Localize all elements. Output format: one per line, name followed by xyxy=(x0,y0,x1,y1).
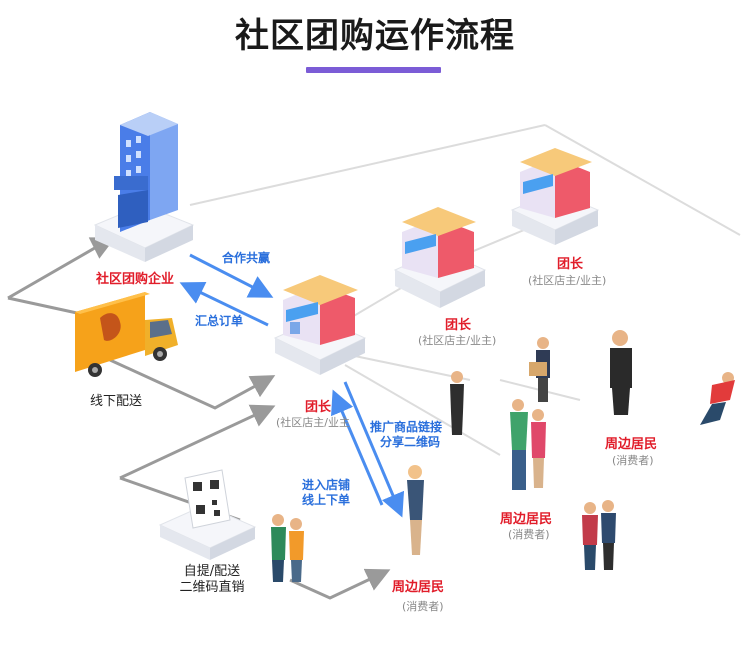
edge-summary-order-label: 汇总订单 xyxy=(195,314,244,328)
storefront-icon xyxy=(393,207,487,308)
residents-bottom-label: 周边居民 xyxy=(392,580,445,595)
edge-cooperation-label: 合作共赢 xyxy=(222,251,271,265)
leader-mid-sub: (社区店主/业主) xyxy=(418,334,497,347)
delivery-truck-icon xyxy=(75,292,178,377)
qr-code-icon xyxy=(158,469,257,560)
title-underline xyxy=(306,67,441,73)
residents-bottom-sub: (消费者) xyxy=(402,600,444,613)
residents-mid-label: 周边居民 xyxy=(500,512,553,527)
pickup-label-line1: 自提/配送 xyxy=(183,564,241,579)
leader-top-label: 团长 xyxy=(557,257,584,272)
edge-promote-line1: 推广商品链接 xyxy=(370,420,443,434)
edge-promote-line2: 分享二维码 xyxy=(380,435,441,449)
pickup-label-line2: 二维码直销 xyxy=(179,580,245,595)
page-title: 社区团购运作流程 xyxy=(235,16,515,56)
person-icon xyxy=(271,330,735,582)
leader-main-sub: (社区店主/业主 xyxy=(276,416,350,429)
enterprise-label: 社区团购企业 xyxy=(96,272,175,287)
leader-mid-label: 团长 xyxy=(445,318,472,333)
residents-right-sub: (消费者) xyxy=(612,454,654,467)
storefront-icon xyxy=(273,275,367,375)
residents-right-label: 周边居民 xyxy=(605,437,658,452)
storefront-icon xyxy=(510,148,600,245)
delivery-label: 线下配送 xyxy=(90,394,143,409)
edge-enter-line2: 线上下单 xyxy=(302,493,351,507)
edge-enter-line1: 进入店铺 xyxy=(302,478,351,492)
leader-top-sub: (社区店主/业主) xyxy=(528,274,607,287)
blue-arrows xyxy=(179,253,405,518)
leader-main-label: 团长 xyxy=(305,400,332,415)
residents-mid-sub: (消费者) xyxy=(508,528,550,541)
office-building-icon xyxy=(93,112,195,262)
